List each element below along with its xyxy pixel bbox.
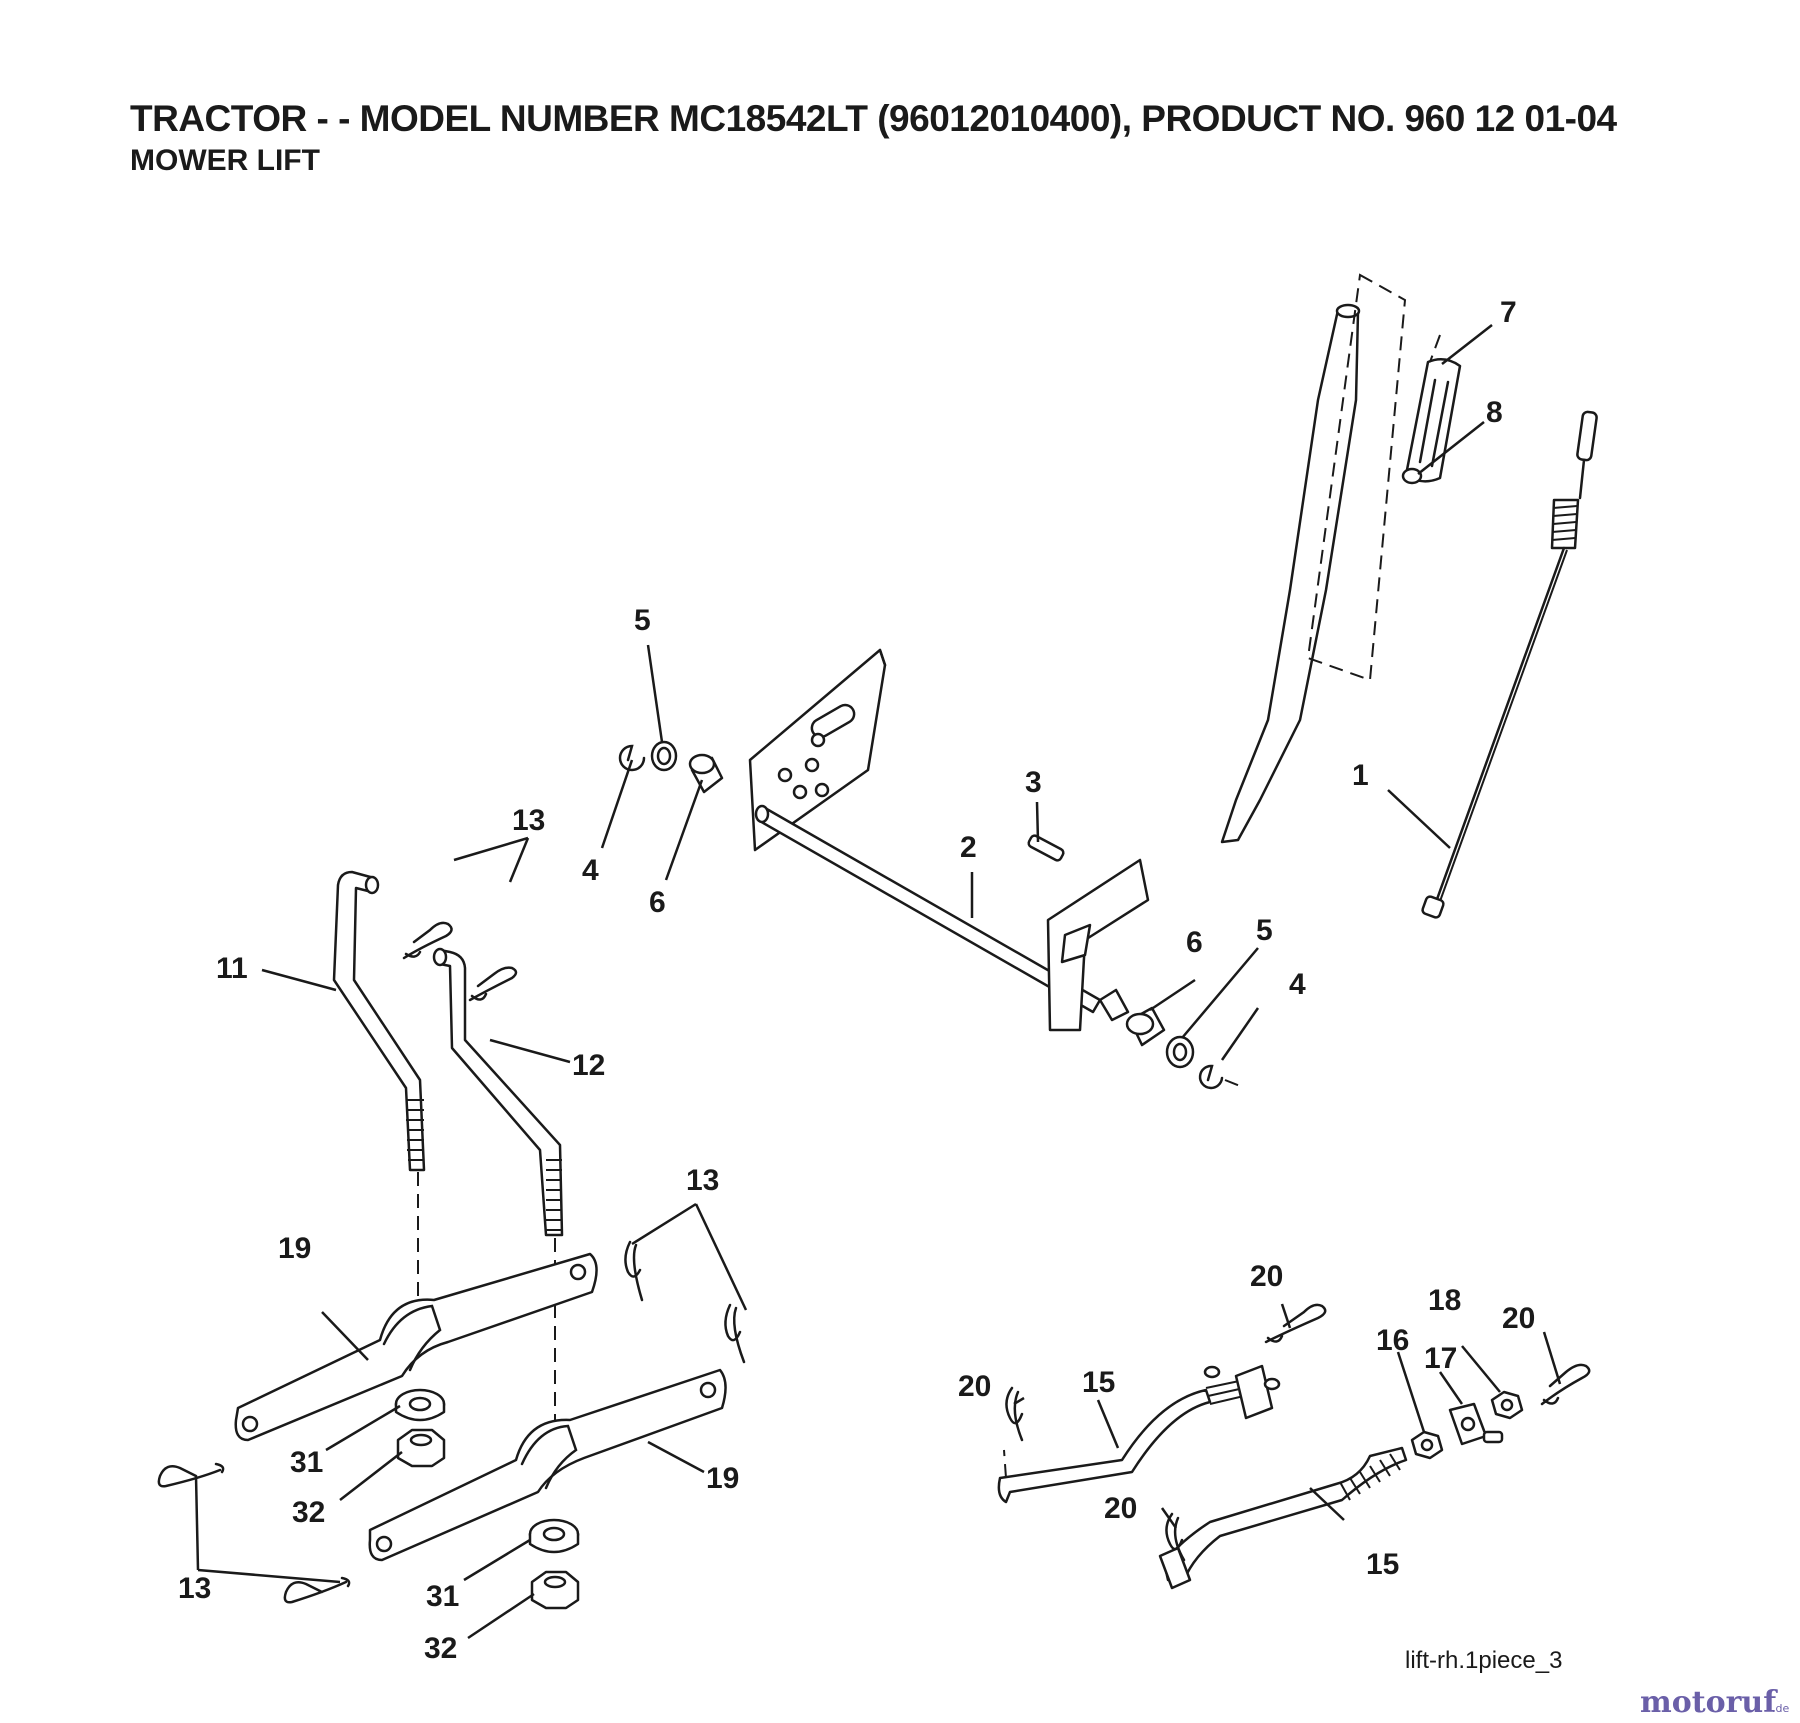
- leader-lines: [194, 324, 1562, 1640]
- hairpin-clip-20b: [1264, 1303, 1327, 1344]
- adjust-rod-lower: [1158, 1446, 1408, 1590]
- watermark-suffix: .de: [1772, 1702, 1789, 1715]
- callout-18: 18: [1428, 1284, 1461, 1317]
- callout-6-right: 6: [1186, 926, 1203, 959]
- lift-arm-lower: [368, 1368, 727, 1562]
- callout-15-lower: 15: [1366, 1548, 1399, 1581]
- washer-left: [650, 740, 678, 772]
- callout-4-right: 4: [1289, 968, 1306, 1001]
- callout-8: 8: [1486, 396, 1503, 429]
- callout-12: 12: [572, 1049, 605, 1082]
- callout-7: 7: [1500, 296, 1517, 329]
- callout-13-top: 13: [512, 804, 545, 837]
- pivot-plate: [748, 648, 887, 852]
- callout-5-left: 5: [634, 604, 651, 637]
- lift-arm-upper: [234, 1252, 598, 1442]
- lift-handle: [1220, 303, 1361, 844]
- callout-31-lower: 31: [426, 1580, 459, 1613]
- lift-link-right: [432, 947, 564, 1420]
- callout-20-bottom: 20: [1104, 1492, 1137, 1525]
- hairpin-clip-20a: [1005, 1386, 1024, 1442]
- pivot-shaft: [754, 804, 1102, 1014]
- callout-20-top: 20: [1250, 1260, 1283, 1293]
- key-pin: [1027, 834, 1065, 862]
- callout-5-right: 5: [1256, 914, 1273, 947]
- nut-lower: [530, 1570, 580, 1610]
- lock-nut: [1490, 1390, 1524, 1420]
- handle-bracket: [1046, 858, 1150, 1032]
- callout-20-left: 20: [958, 1370, 991, 1403]
- hairpin-clip-5: [157, 1462, 225, 1488]
- callout-32-upper: 32: [292, 1496, 325, 1529]
- callout-32-lower: 32: [424, 1632, 457, 1665]
- hairpin-clip-20c: [1165, 1512, 1186, 1562]
- callout-2: 2: [960, 831, 977, 864]
- callout-13-bottom: 13: [178, 1572, 211, 1605]
- callout-20-right: 20: [1502, 1302, 1535, 1335]
- hairpin-clip-20d: [1540, 1363, 1591, 1406]
- trunnion-block: [1448, 1402, 1504, 1446]
- callout-11: 11: [216, 952, 248, 985]
- callout-19-lower: 19: [706, 1462, 739, 1495]
- nut-upper: [396, 1428, 446, 1468]
- page-subtitle: MOWER LIFT: [130, 144, 320, 177]
- hairpin-clip-6: [283, 1576, 351, 1604]
- retaining-clip-right: [1198, 1064, 1246, 1090]
- watermark-logo: motoruf .de: [1640, 1685, 1789, 1720]
- shaft-end: [1098, 988, 1130, 1022]
- retaining-clip-left: [618, 744, 646, 772]
- bushing-left: [688, 753, 724, 794]
- callout-15-upper: 15: [1082, 1366, 1115, 1399]
- spacer-upper: [394, 1388, 446, 1422]
- callout-labels: 1 2 3 4 4 5 5 6 6 7 8 11 12 13 13 13 15 …: [178, 296, 1535, 1665]
- hex-nut: [1410, 1430, 1444, 1460]
- washer-right: [1165, 1035, 1195, 1069]
- lift-link-left: [332, 870, 426, 1320]
- page-title: TRACTOR - - MODEL NUMBER MC18542LT (9601…: [130, 98, 1617, 139]
- hairpin-clip-1: [402, 921, 453, 960]
- hairpin-clip-3: [624, 1240, 644, 1302]
- callout-1: 1: [1352, 759, 1369, 792]
- adjust-block-upper: [1203, 1364, 1281, 1420]
- callout-16: 16: [1376, 1324, 1409, 1357]
- callout-17: 17: [1424, 1342, 1457, 1375]
- bushing-right: [1125, 1006, 1166, 1047]
- hairpin-clip-2: [468, 966, 518, 1002]
- callout-13-middle: 13: [686, 1164, 719, 1197]
- spacer-lower: [528, 1518, 580, 1554]
- hairpin-clip-4: [724, 1303, 746, 1364]
- watermark-text: motoruf: [1640, 1685, 1778, 1720]
- drawing-reference: lift-rh.1piece_3: [1405, 1647, 1562, 1674]
- lift-cable: [1421, 410, 1598, 919]
- handle-phantom-outline: [1306, 273, 1407, 682]
- adjust-rod-upper: [997, 1379, 1245, 1504]
- set-screw: [1401, 467, 1423, 485]
- callout-31-upper: 31: [290, 1446, 323, 1479]
- callout-4-left: 4: [582, 854, 599, 887]
- callout-3: 3: [1025, 766, 1042, 799]
- callout-6-left: 6: [649, 886, 666, 919]
- callout-19-upper: 19: [278, 1232, 311, 1265]
